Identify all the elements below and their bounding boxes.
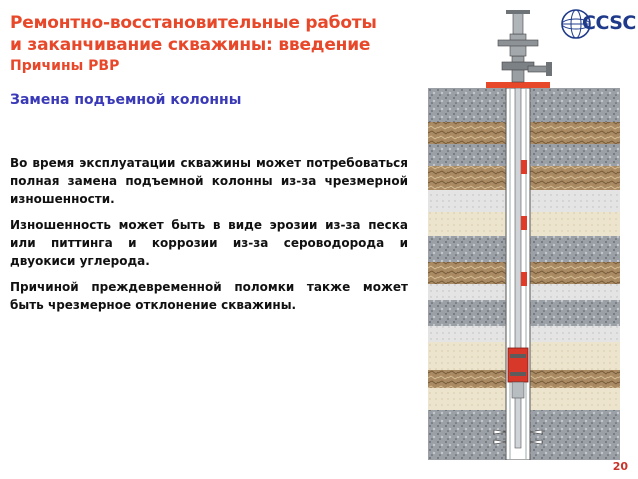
paragraph-3: Причиной преждевременной поломки также м… [10, 280, 408, 312]
company-logo: CCSC [560, 6, 636, 42]
slide-subtitle: Причины РВР [10, 58, 120, 74]
well-cross-section-illustration [428, 10, 620, 460]
slide-title-line-2: и заканчивание скважины: введение [10, 35, 371, 55]
ccsc-logo-icon [561, 9, 591, 39]
paragraph-1: Во время эксплуатации скважины может пот… [10, 156, 408, 206]
body-text: Во время эксплуатации скважины может пот… [10, 154, 408, 322]
page-number: 20 [612, 460, 628, 473]
slide-header: Ремонтно-восстановительные работы и зака… [10, 12, 410, 76]
section-heading: Замена подъемной колонны [10, 92, 242, 108]
paragraph-2: Изношенность может быть в виде эрозии из… [10, 218, 408, 268]
slide-title-line-1: Ремонтно-восстановительные работы [10, 13, 377, 33]
logo-text: CCSC [582, 12, 636, 34]
